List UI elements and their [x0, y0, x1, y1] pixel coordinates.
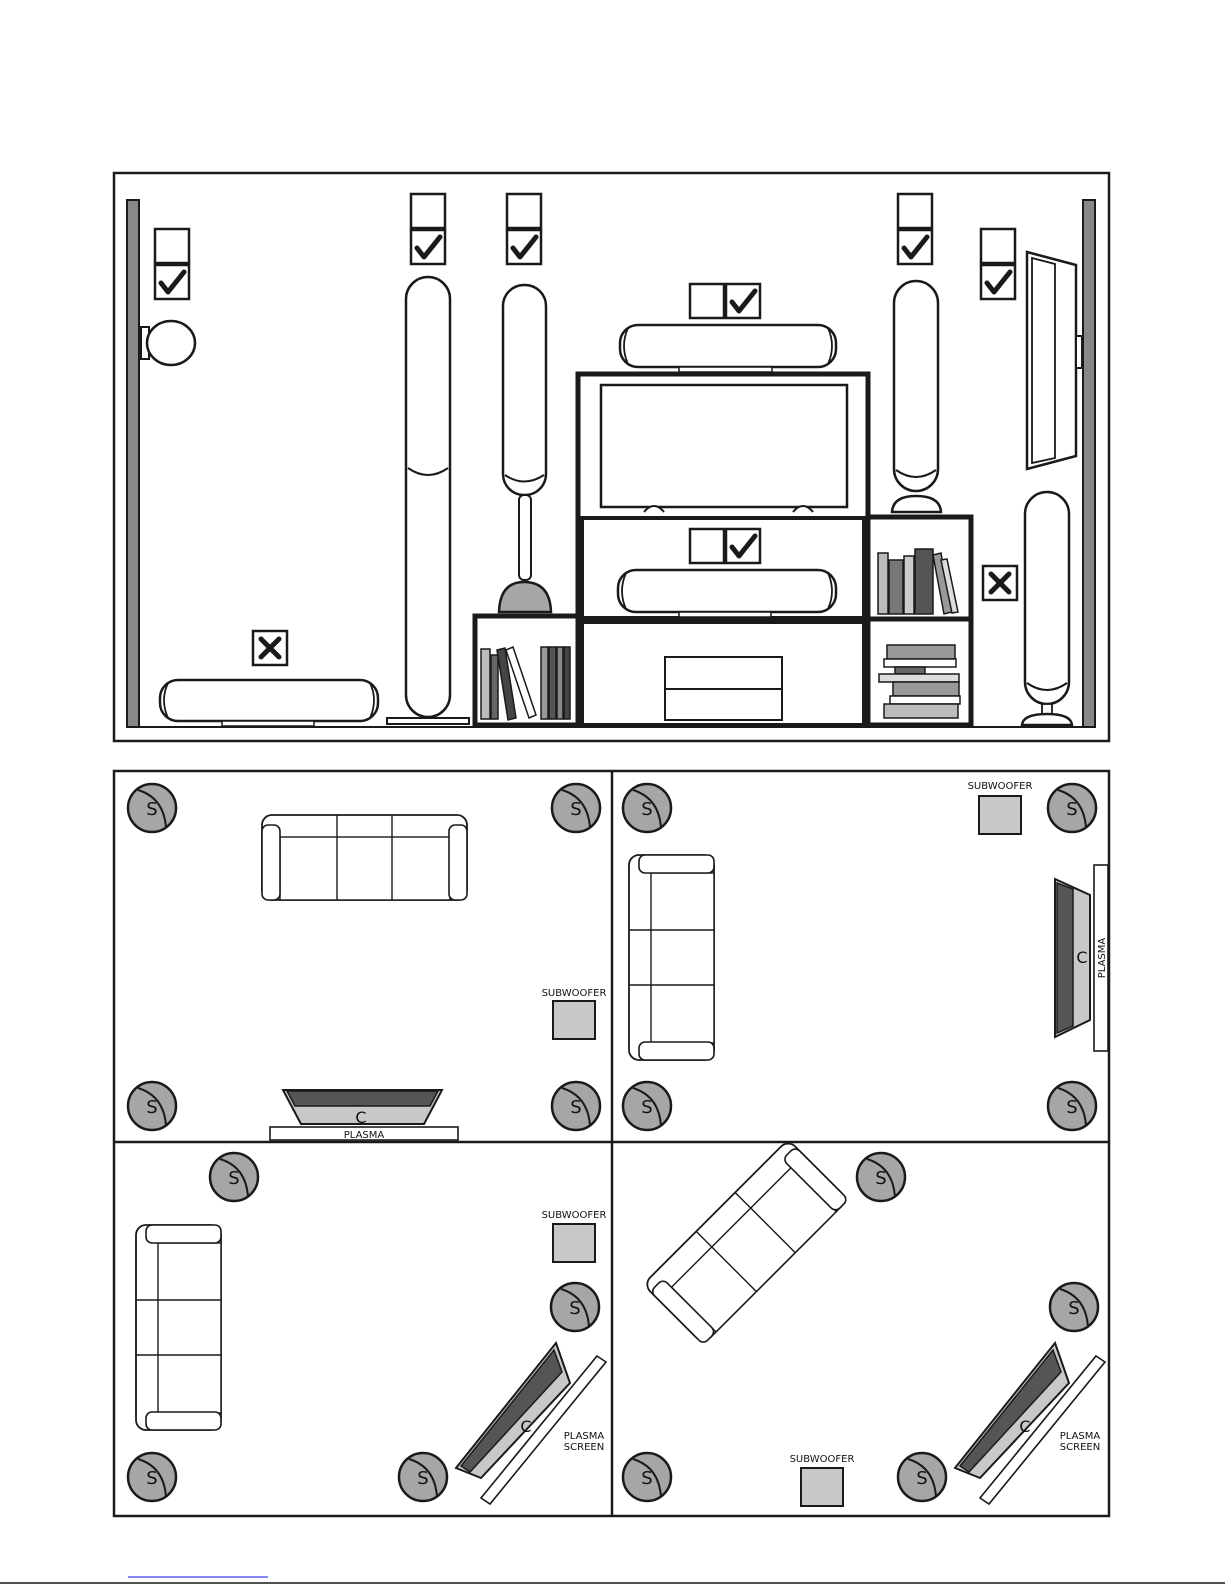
wall-mount-panel	[114, 173, 1109, 741]
svg-text:S: S	[1066, 1097, 1077, 1118]
svg-text:SUBWOOFER: SUBWOOFER	[968, 781, 1033, 792]
svg-text:C: C	[355, 1108, 366, 1127]
center-speaker: C	[283, 1090, 442, 1127]
wall-mounted-round-speaker	[141, 321, 195, 365]
svg-text:S: S	[146, 1097, 157, 1118]
svg-text:S: S	[146, 1468, 157, 1489]
svg-text:PLASMA: PLASMA	[344, 1130, 385, 1141]
speaker-rear-right: S	[399, 1453, 447, 1501]
speaker-front-right: S	[551, 1283, 599, 1331]
speaker-rear-left: S	[128, 1082, 176, 1130]
svg-text:SUBWOOFER: SUBWOOFER	[790, 1454, 855, 1465]
cross-mark-icon	[253, 631, 287, 665]
svg-text:SCREEN: SCREEN	[1060, 1442, 1100, 1453]
empty-box-icon	[981, 229, 1015, 263]
floor-soundbar	[160, 680, 378, 726]
empty-box-icon	[155, 229, 189, 263]
svg-text:S: S	[569, 1298, 580, 1319]
svg-text:S: S	[641, 1468, 652, 1489]
check-mark-icon	[981, 265, 1015, 299]
check-mark-icon	[898, 230, 932, 264]
speaker-front-left: S	[210, 1153, 258, 1201]
speaker-rear-left: S	[128, 1453, 176, 1501]
center-speaker: C	[1055, 879, 1090, 1037]
svg-text:S: S	[1068, 1298, 1079, 1319]
svg-text:S: S	[875, 1168, 886, 1189]
wall-mounted-panel-speaker	[1027, 252, 1082, 469]
speaker-front-left: S	[623, 784, 671, 832]
svg-text:S: S	[1066, 799, 1077, 820]
left-bookshelf	[475, 616, 578, 725]
svg-text:PLASMA: PLASMA	[1097, 938, 1108, 979]
speaker-front-right: S	[1048, 784, 1096, 832]
svg-text:S: S	[570, 1097, 581, 1118]
plasma-screen: PLASMA	[270, 1127, 458, 1141]
svg-text:S: S	[570, 799, 581, 820]
svg-text:S: S	[228, 1168, 239, 1189]
speaker-front-right: S	[552, 784, 600, 832]
floor-speaker-right	[1022, 492, 1072, 725]
svg-text:S: S	[641, 799, 652, 820]
check-mark-icon	[411, 230, 445, 264]
empty-box-icon	[690, 284, 724, 318]
svg-text:SUBWOOFER: SUBWOOFER	[542, 1210, 607, 1221]
check-mark-icon	[155, 265, 189, 299]
svg-text:C: C	[520, 1417, 531, 1436]
speaker-rear-right: S	[552, 1082, 600, 1130]
speaker-front-left: S	[128, 784, 176, 832]
svg-text:SUBWOOFER: SUBWOOFER	[542, 988, 607, 999]
plasma-screen: PLASMA	[1094, 865, 1108, 1051]
check-mark-icon	[726, 529, 760, 563]
speaker-front-left: S	[857, 1153, 905, 1201]
speaker-rear-right: S	[898, 1453, 946, 1501]
svg-text:SCREEN: SCREEN	[564, 1442, 604, 1453]
svg-text:S: S	[641, 1097, 652, 1118]
check-mark-icon	[726, 284, 760, 318]
right-bookshelf	[868, 517, 971, 725]
right-wall	[1083, 200, 1095, 727]
tall-speaker-on-stand	[892, 281, 941, 512]
sofa-icon	[629, 855, 714, 1060]
speaker-front-right: S	[1050, 1283, 1098, 1331]
svg-text:S: S	[417, 1468, 428, 1489]
speaker-rear-left: S	[623, 1453, 671, 1501]
cross-mark-icon	[983, 566, 1017, 600]
svg-text:S: S	[146, 799, 157, 820]
svg-text:C: C	[1076, 948, 1087, 967]
speaker-rear-right: S	[1048, 1082, 1096, 1130]
empty-box-icon	[411, 194, 445, 228]
svg-text:PLASMA: PLASMA	[564, 1431, 605, 1442]
empty-box-icon	[898, 194, 932, 228]
empty-box-icon	[507, 194, 541, 228]
sofa-icon	[262, 815, 467, 900]
speaker-rear-left: S	[623, 1082, 671, 1130]
svg-text:C: C	[1019, 1417, 1030, 1436]
svg-text:S: S	[916, 1468, 927, 1489]
svg-text:PLASMA: PLASMA	[1060, 1431, 1101, 1442]
empty-box-icon	[690, 529, 724, 563]
sofa-icon	[136, 1225, 221, 1430]
check-mark-icon	[507, 230, 541, 264]
left-wall	[127, 200, 139, 727]
center-speaker-top	[620, 325, 836, 372]
